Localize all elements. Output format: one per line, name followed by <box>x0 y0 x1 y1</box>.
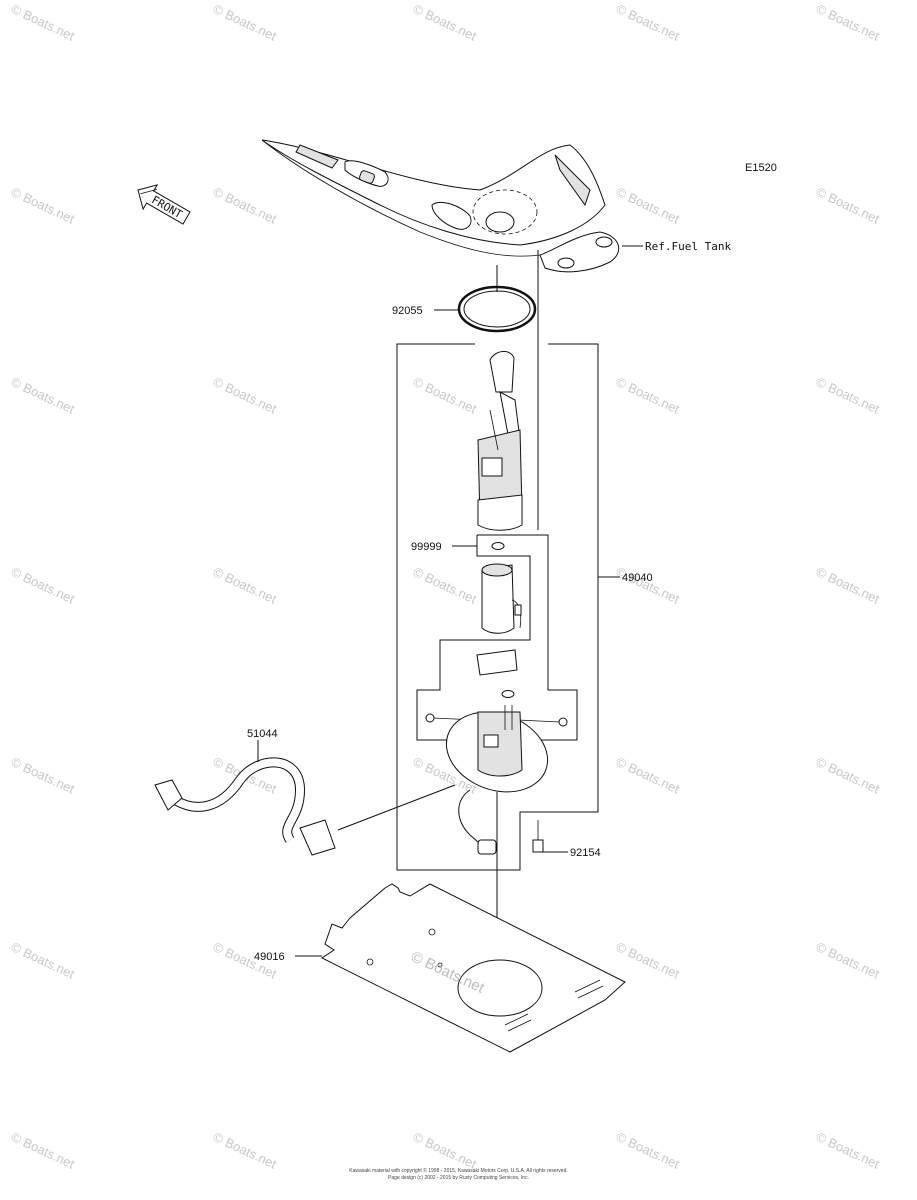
part-label-92154: 92154 <box>570 847 601 859</box>
fuel-pump-motor <box>481 563 522 634</box>
part-label-51044: 51044 <box>247 728 278 740</box>
seal <box>501 690 515 698</box>
watermark-text: © Boats.net <box>814 1129 882 1172</box>
front-arrow-icon: FRONT <box>137 184 191 225</box>
watermark-text: © Boats.net <box>9 1129 77 1172</box>
part-label-92055: 92055 <box>392 305 423 317</box>
watermark-text: © Boats.net <box>411 1129 479 1172</box>
fuel-tank-reference <box>261 139 620 273</box>
watermark-text: © Boats.net <box>614 1 682 44</box>
watermark-text: © Boats.net <box>814 754 882 797</box>
watermark-text: © Boats.net <box>9 1 77 44</box>
pump-filter <box>476 649 518 676</box>
watermark-text: © Boats.net <box>814 1 882 44</box>
bolt-92154 <box>532 820 544 853</box>
fuel-level-sender <box>477 351 523 531</box>
watermark-text: © Boats.net <box>211 374 279 417</box>
ref-fuel-tank-label: Ref.Fuel Tank <box>645 240 731 253</box>
footer-page-design: Page design (c) 2002 - 2015 by Rusty Com… <box>388 1175 529 1181</box>
watermark-text: © Boats.net <box>9 374 77 417</box>
watermark-text: © Boats.net <box>411 564 479 607</box>
gasket-plate-49016: © Boats.net <box>321 883 626 1053</box>
part-label-49040: 49040 <box>622 572 653 584</box>
watermark-text: © Boats.net <box>211 1 279 44</box>
watermark-text: © Boats.net <box>9 754 77 797</box>
watermark-text: © Boats.net <box>211 564 279 607</box>
fuel-hose-51044 <box>154 757 336 856</box>
watermark-text: © Boats.net <box>9 184 77 227</box>
watermark-text: © Boats.net <box>411 374 479 417</box>
watermark-text: © Boats.net <box>211 1129 279 1172</box>
watermark-text: © Boats.net <box>814 564 882 607</box>
watermark-text: © Boats.net <box>814 939 882 982</box>
watermark-text: © Boats.net <box>814 374 882 417</box>
pump-base-plate <box>445 705 549 793</box>
front-arrow-label: FRONT <box>149 193 185 221</box>
o-ring-92055: 92055 <box>392 285 537 333</box>
watermark-text: © Boats.net <box>614 1129 682 1172</box>
connector <box>477 839 497 855</box>
watermark-text: © Boats.net <box>614 939 682 982</box>
watermark-text: © Boats.net <box>614 184 682 227</box>
part-label-99999: 99999 <box>411 541 442 553</box>
screw-right <box>558 717 568 727</box>
footer-copyright: Kawasaki material with copyright © 1998 … <box>349 1168 568 1174</box>
watermark-text: © Boats.net <box>9 939 77 982</box>
watermark-text: © Boats.net <box>614 754 682 797</box>
watermark-text: © Boats.net <box>411 1 479 44</box>
part-label-49016: 49016 <box>254 951 285 963</box>
screw-left <box>425 713 435 723</box>
watermark-text: © Boats.net <box>211 184 279 227</box>
washer <box>491 542 505 550</box>
watermark-text: © Boats.net <box>614 374 682 417</box>
watermark-text: © Boats.net <box>9 564 77 607</box>
diagram-code: E1520 <box>745 162 777 174</box>
watermark-text: © Boats.net <box>614 564 682 607</box>
watermark-text: © Boats.net <box>814 184 882 227</box>
